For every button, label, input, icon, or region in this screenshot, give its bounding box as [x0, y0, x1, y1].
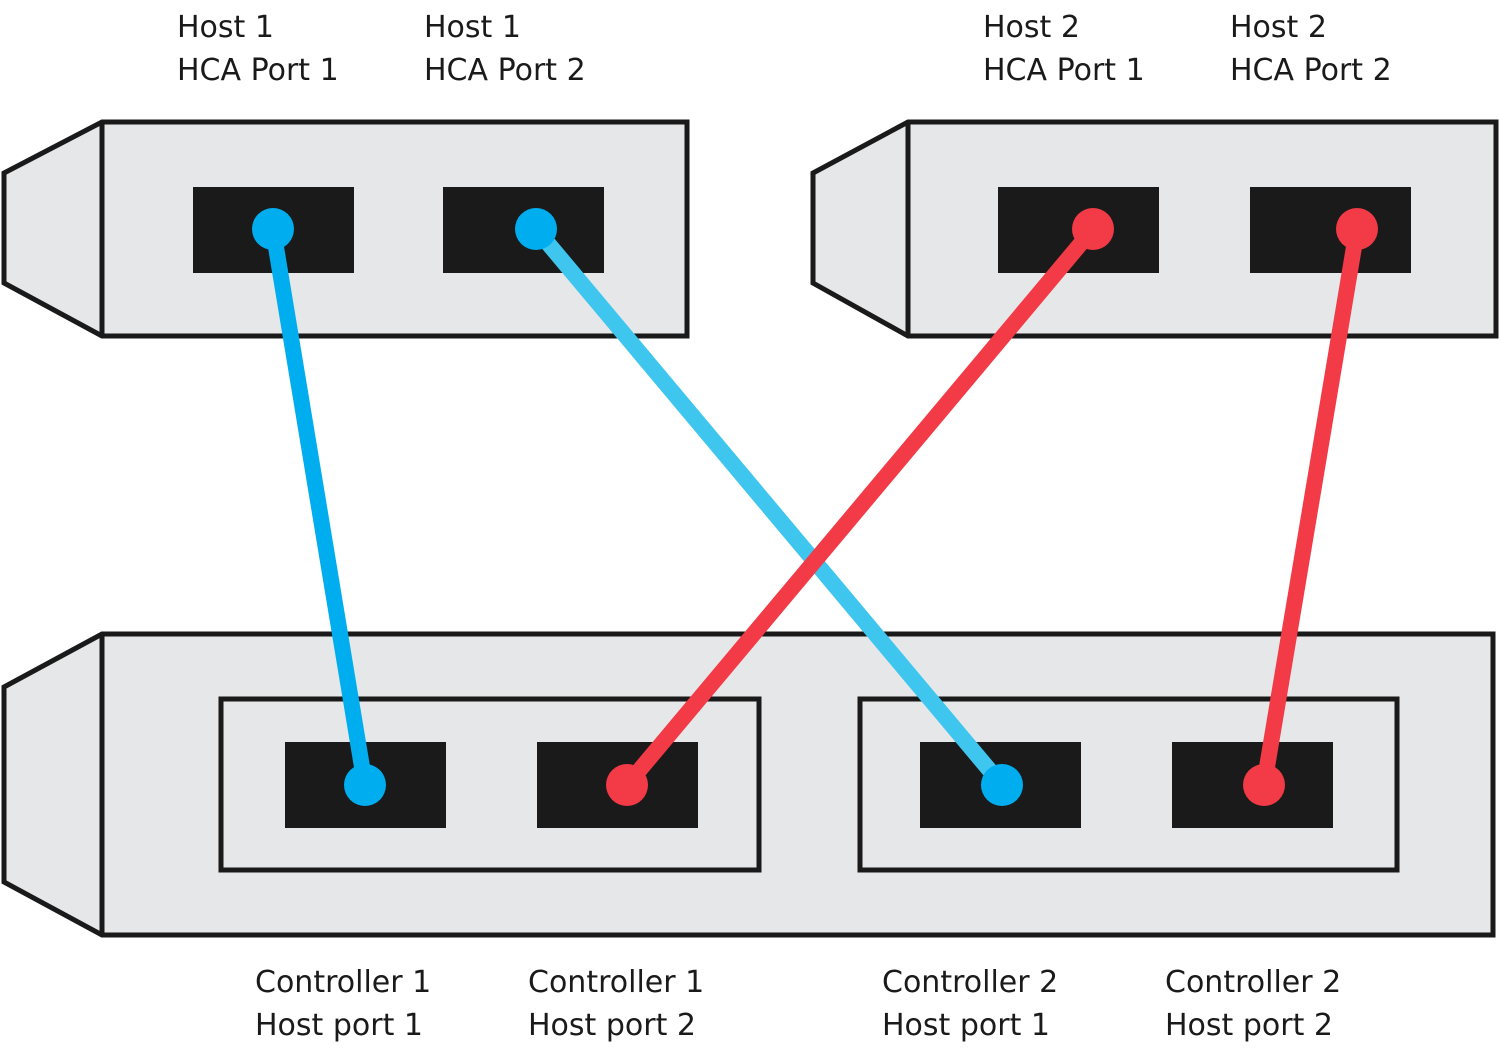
label-line: Host 2 — [1230, 10, 1327, 45]
label-line: Host 1 — [424, 10, 521, 45]
connector-host2-port2 — [1336, 208, 1378, 250]
connector-host1-port2 — [515, 208, 557, 250]
connector-controller1-port1 — [344, 764, 386, 806]
connector-controller1-port2 — [606, 764, 648, 806]
label-line: Host 2 — [983, 10, 1080, 45]
connector-controller2-port1 — [981, 764, 1023, 806]
cable-host1-port2-to-controller2-port1 — [528, 221, 1010, 793]
cable-host2-port1-to-controller1-port2 — [619, 221, 1101, 793]
label-host-2-hca-port-1: Host 2 HCA Port 1 — [983, 6, 1145, 92]
label-line: Controller 2 — [1165, 965, 1342, 1000]
label-line: HCA Port 2 — [1230, 53, 1392, 88]
label-line: Host port 1 — [882, 1008, 1050, 1043]
label-line: Controller 2 — [882, 965, 1059, 1000]
cable-host2-port2-to-controller2-port2 — [1256, 221, 1365, 793]
label-line: Host port 1 — [255, 1008, 423, 1043]
connector-controller2-port2 — [1243, 764, 1285, 806]
label-line: HCA Port 1 — [983, 53, 1145, 88]
label-controller-2-host-port-2: Controller 2 Host port 2 — [1165, 961, 1341, 1047]
host-2-hca-port-2 — [1250, 187, 1411, 273]
cables — [265, 221, 1365, 793]
label-line: Host 1 — [177, 10, 274, 45]
label-line: HCA Port 2 — [424, 53, 586, 88]
label-host-1-hca-port-2: Host 1 HCA Port 2 — [424, 6, 586, 92]
connector-host1-port1 — [252, 208, 294, 250]
connectors — [252, 208, 1378, 806]
host-2-hca-card — [810, 119, 1499, 339]
label-line: Controller 1 — [528, 965, 705, 1000]
label-controller-1-host-port-1: Controller 1 Host port 1 — [255, 961, 431, 1047]
label-host-2-hca-port-2: Host 2 HCA Port 2 — [1230, 6, 1392, 92]
cable-host1-port1-to-controller1-port1 — [265, 221, 373, 793]
host-1-hca-card — [1, 119, 690, 339]
label-host-1-hca-port-1: Host 1 HCA Port 1 — [177, 6, 339, 92]
label-line: Host port 2 — [1165, 1008, 1333, 1043]
label-controller-2-host-port-1: Controller 2 Host port 1 — [882, 961, 1058, 1047]
label-controller-1-host-port-2: Controller 1 Host port 2 — [528, 961, 704, 1047]
label-line: Controller 1 — [255, 965, 432, 1000]
label-line: HCA Port 1 — [177, 53, 339, 88]
connector-host2-port1 — [1072, 208, 1114, 250]
label-line: Host port 2 — [528, 1008, 696, 1043]
